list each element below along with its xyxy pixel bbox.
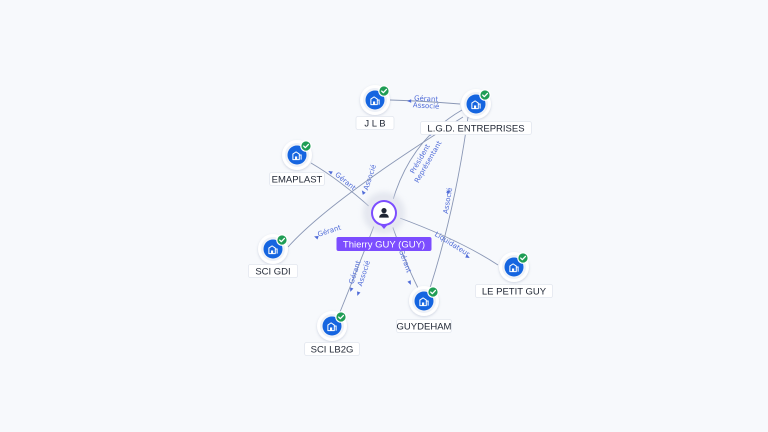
center-label: Thierry GUY (GUY) xyxy=(336,237,432,251)
verified-circle xyxy=(427,286,439,298)
label-bg xyxy=(269,172,325,186)
node-lgd[interactable] xyxy=(461,89,491,119)
node-label-lgd: L.G.D. ENTREPRISES xyxy=(420,121,532,135)
verified-circle xyxy=(276,234,288,246)
company-circle xyxy=(263,239,283,259)
verified-badge xyxy=(378,85,390,97)
verified-badge xyxy=(517,252,529,264)
label-bg xyxy=(420,121,532,135)
company-name: LE PETIT GUY xyxy=(482,286,547,297)
check-icon xyxy=(338,314,345,320)
verified-circle xyxy=(517,252,529,264)
edge-line xyxy=(391,224,419,289)
edge-label: Liquidateur xyxy=(433,230,471,258)
edge-label: Associé xyxy=(442,187,454,214)
node-jlb[interactable] xyxy=(360,85,390,115)
verified-circle xyxy=(335,311,347,323)
verified-badge xyxy=(300,140,312,152)
node-label-lepetitguy: LE PETIT GUY xyxy=(474,284,553,298)
verified-badge xyxy=(427,286,439,298)
company-name: GUYDEHAM xyxy=(397,321,452,332)
verified-circle xyxy=(300,140,312,152)
verified-badge xyxy=(276,234,288,246)
verified-circle xyxy=(479,89,491,101)
label-bg xyxy=(304,342,360,356)
node-guydeham[interactable] xyxy=(409,286,439,316)
person-body xyxy=(379,213,389,218)
node-label-scilb2g: SCI LB2G xyxy=(304,342,360,356)
verified-circle xyxy=(378,85,390,97)
company-name: J L B xyxy=(364,118,385,129)
edge-label: Associé xyxy=(362,164,378,192)
check-icon xyxy=(430,289,437,295)
edge-label: Gérant xyxy=(333,171,357,193)
edge-line xyxy=(429,116,469,289)
edge-label: Gérant xyxy=(397,249,413,275)
check-icon xyxy=(381,88,388,94)
check-icon xyxy=(279,237,286,243)
label-bg xyxy=(474,284,553,298)
node-scilb2g[interactable] xyxy=(317,311,347,341)
edge-arrow-icon xyxy=(328,171,333,175)
company-name: SCI GDI xyxy=(255,266,290,277)
company-circle xyxy=(287,145,307,165)
edge-arrow-icon xyxy=(446,190,451,195)
node-label-scigdi: SCI GDI xyxy=(247,264,298,278)
node-label-jlb: J L B xyxy=(355,116,395,130)
person-head xyxy=(381,208,387,214)
edge-line xyxy=(339,225,375,313)
verified-badge xyxy=(479,89,491,101)
node-label-guydeham: GUYDEHAM xyxy=(396,319,452,333)
edge-arrow-icon xyxy=(361,190,366,195)
check-icon xyxy=(520,255,527,261)
edge-arrow-icon xyxy=(465,254,470,258)
label-bg xyxy=(247,264,298,278)
company-name: L.G.D. ENTREPRISES xyxy=(427,123,524,134)
edge-line xyxy=(389,99,461,105)
company-name: EMAPLAST xyxy=(272,174,323,185)
node-label-emaplast: EMAPLAST xyxy=(269,172,325,186)
edge-label: Gérant xyxy=(414,94,439,103)
company-circle xyxy=(365,90,385,110)
center-person-node[interactable] xyxy=(363,192,405,234)
person-name: Thierry GUY (GUY) xyxy=(343,239,425,250)
check-icon xyxy=(303,143,310,149)
label-bg xyxy=(355,116,395,130)
person-label-bg xyxy=(336,237,432,251)
node-emaplast[interactable] xyxy=(282,140,312,170)
company-name: SCI LB2G xyxy=(311,344,354,355)
edge-arrow-icon xyxy=(314,236,319,240)
company-circle xyxy=(414,291,434,311)
check-icon xyxy=(482,92,489,98)
edge-line xyxy=(396,216,499,266)
company-circle xyxy=(466,94,486,114)
node-scigdi[interactable] xyxy=(258,234,288,264)
verified-badge xyxy=(335,311,347,323)
edge-label: Gérant xyxy=(317,223,343,238)
company-circle xyxy=(504,257,524,277)
edge-arrow-icon xyxy=(350,287,354,292)
company-circle xyxy=(322,316,342,336)
edge-center-guydeham: Gérant xyxy=(391,224,419,289)
edge-arrow-icon xyxy=(357,291,361,296)
label-bg xyxy=(396,319,452,333)
node-layer: J L B L.G.D. ENTREPRISES EMAPLAST SCI GDI SC… xyxy=(247,85,553,356)
edge-label: Associé xyxy=(413,101,440,110)
edge-arrow-icon xyxy=(407,280,411,285)
person-icon xyxy=(379,208,389,218)
edge-arrow-icon xyxy=(407,99,412,103)
edge-line xyxy=(391,109,463,204)
node-lepetitguy[interactable] xyxy=(499,252,529,282)
edge-line xyxy=(287,116,464,248)
